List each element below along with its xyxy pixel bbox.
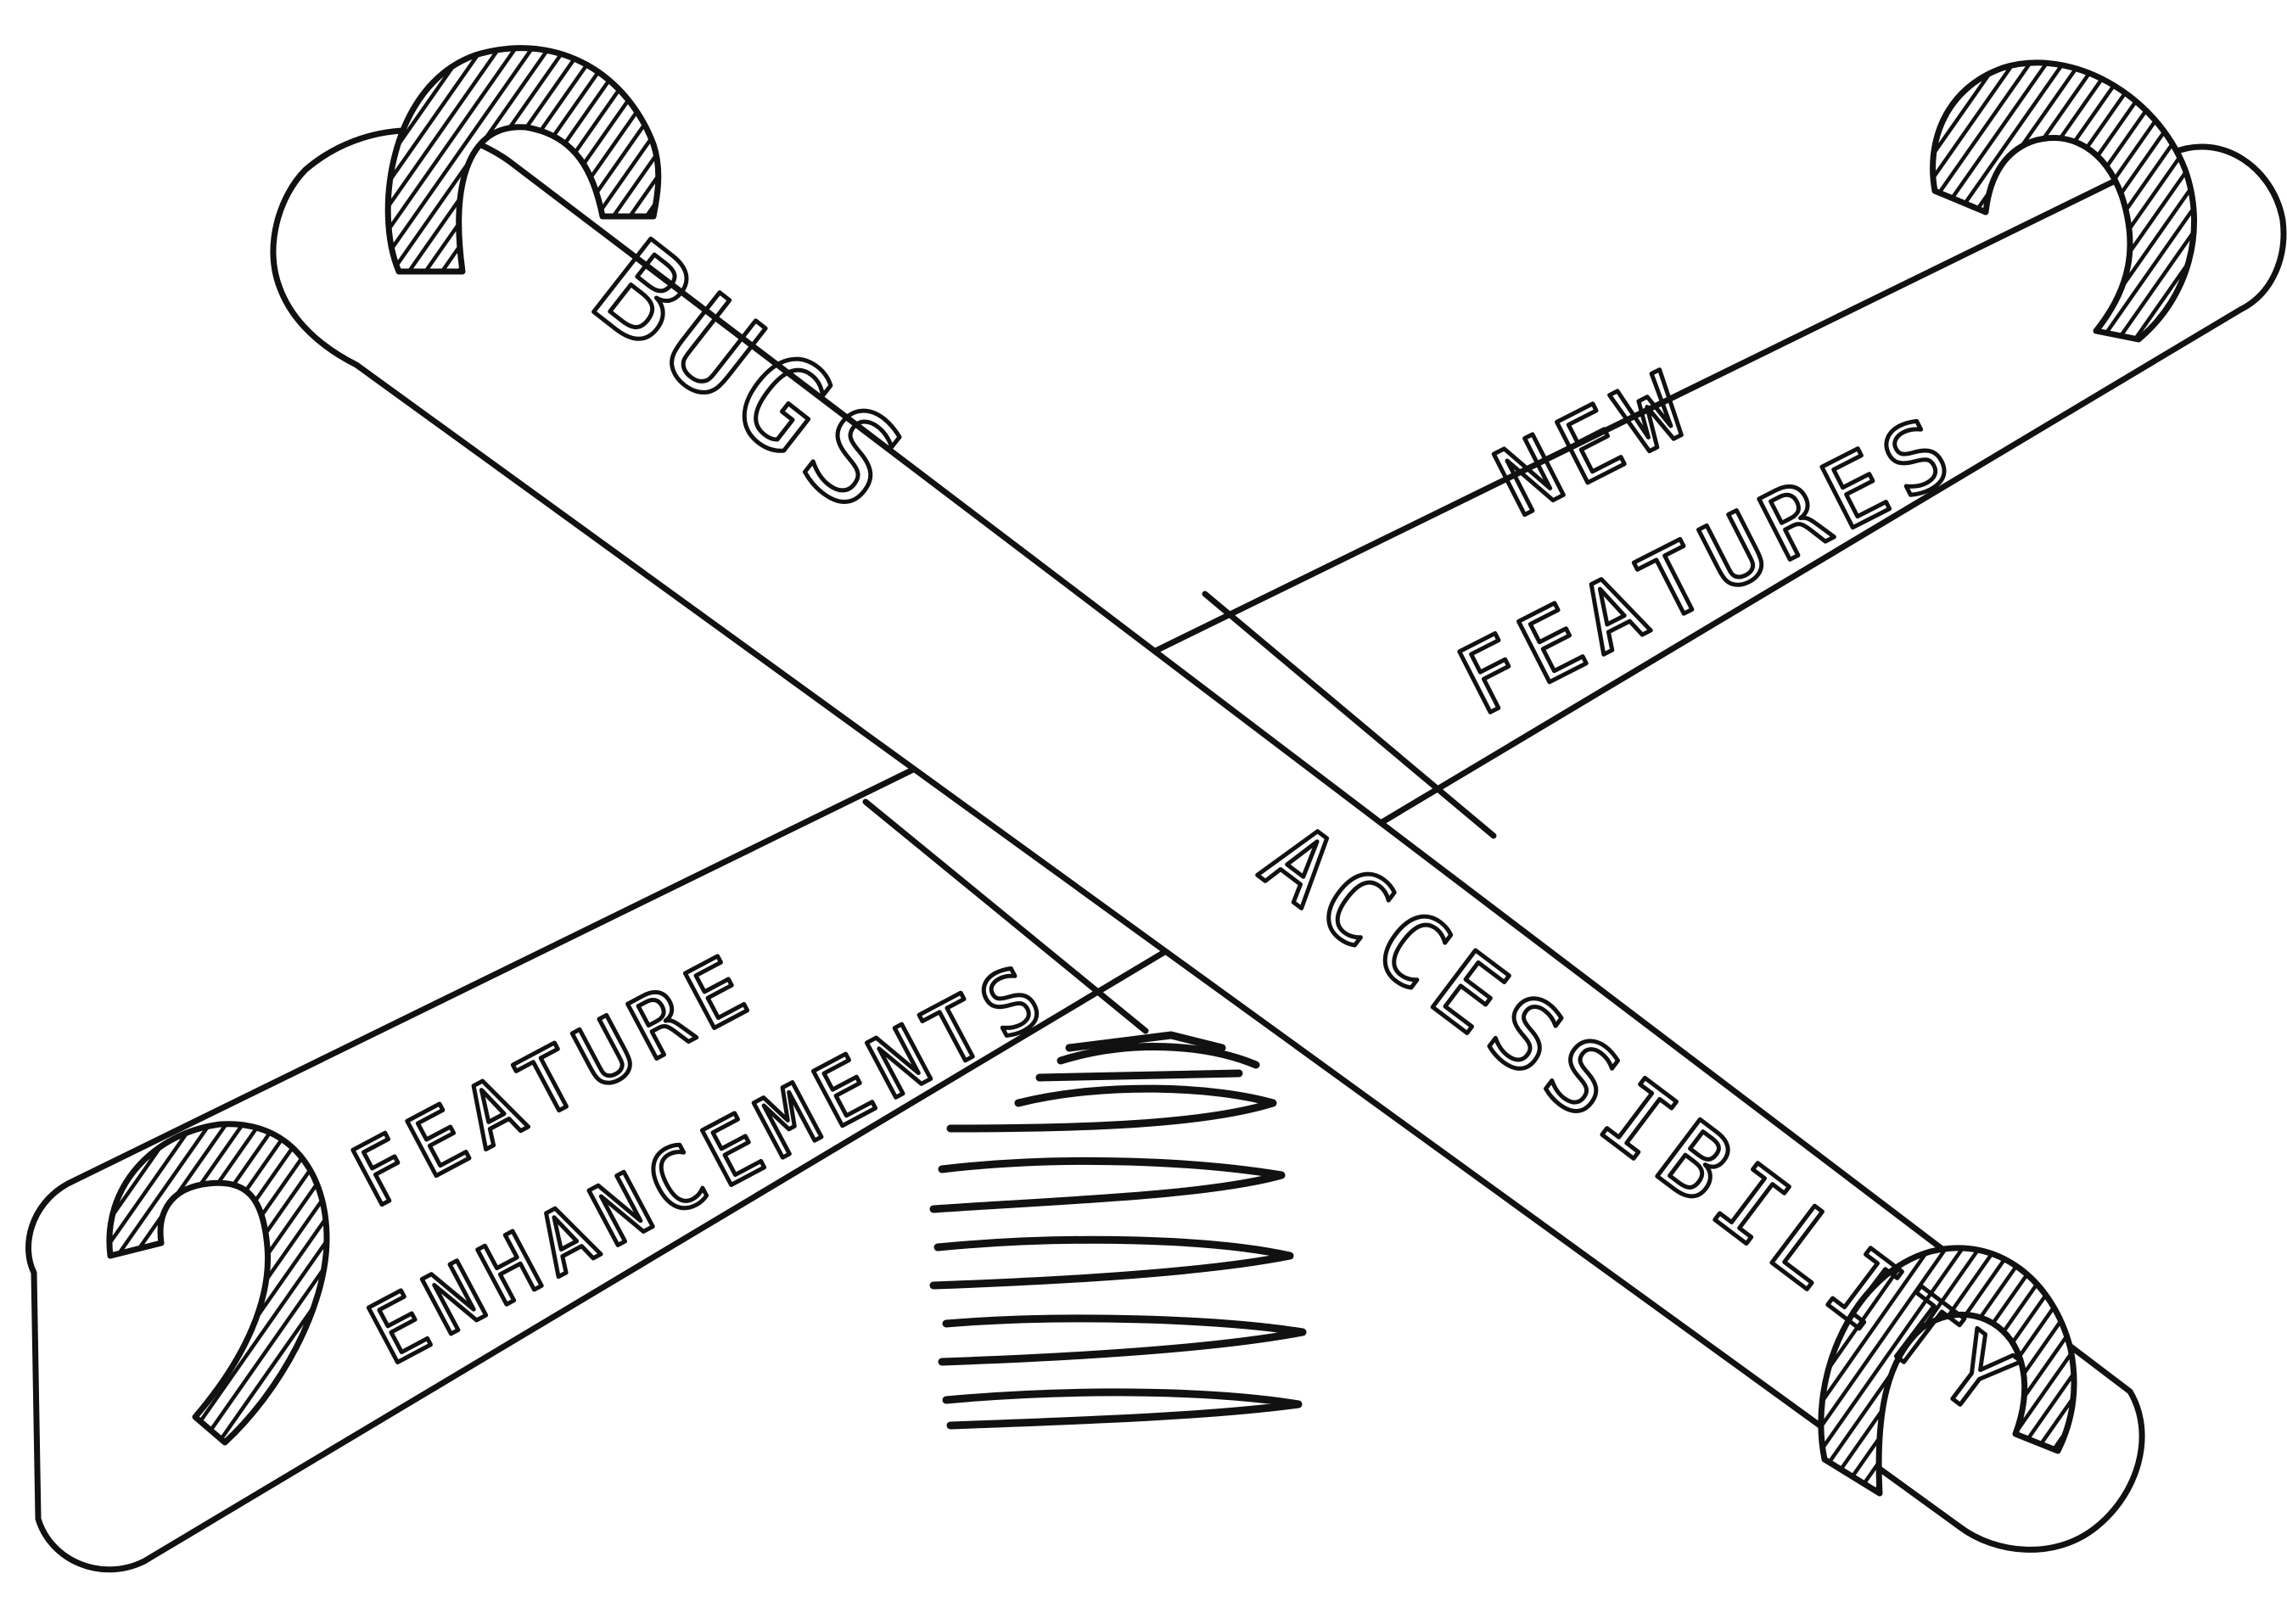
spring-coil xyxy=(933,1035,1303,1425)
label-accessibility: ACCESSIBILITY xyxy=(1242,802,2043,1445)
